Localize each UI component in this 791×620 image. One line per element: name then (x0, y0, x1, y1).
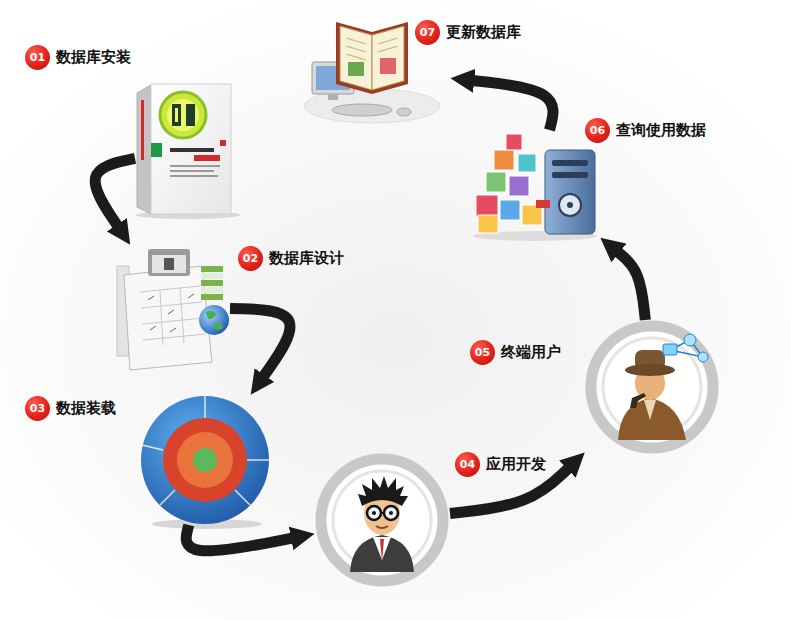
software-box-illustration (136, 84, 240, 219)
step-label: 终端用户 (501, 343, 561, 362)
step-heading: 04 应用开发 (455, 452, 546, 477)
query-data-illustration (473, 134, 597, 241)
step-node: 07更新数据库 (300, 15, 450, 125)
developer-avatar-illustration (321, 459, 443, 581)
callout-number: 06 (585, 118, 610, 143)
step-heading: 07 更新数据库 (415, 20, 521, 45)
flow-arrow (617, 251, 645, 320)
step-node: 01数据库安装 (135, 80, 240, 215)
step-label: 数据库安装 (56, 48, 131, 67)
step-node: 02数据库设计 (115, 245, 230, 370)
step-node: 04应用开发 (315, 453, 450, 588)
step-label: 应用开发 (486, 455, 546, 474)
step-heading: 05 终端用户 (470, 340, 561, 365)
step-heading: 03 数据装载 (25, 396, 116, 421)
step-node: 03数据装载 (140, 395, 270, 525)
step-heading: 06 查询使用数据 (585, 118, 706, 143)
step-label: 数据库设计 (269, 249, 344, 268)
flow-arrow (186, 525, 293, 551)
step-label: 数据装载 (56, 399, 116, 418)
flow-arrow (230, 309, 290, 377)
callout-number: 05 (470, 340, 495, 365)
step-heading: 01 数据库安装 (25, 45, 131, 70)
end-user-avatar-illustration (591, 326, 713, 448)
callout-number: 03 (25, 396, 50, 421)
step-node: 05终端用户 (585, 320, 720, 455)
design-sheet-illustration (117, 249, 229, 370)
flow-arrow (472, 80, 553, 130)
step-label: 查询使用数据 (616, 121, 706, 140)
step-heading: 02 数据库设计 (238, 246, 344, 271)
step-label: 更新数据库 (446, 23, 521, 42)
data-disc-illustration (141, 396, 269, 529)
callout-number: 04 (455, 452, 480, 477)
step-node: 06查询使用数据 (470, 130, 600, 240)
flow-arrow (95, 158, 135, 226)
callout-number: 01 (25, 45, 50, 70)
callout-number: 07 (415, 20, 440, 45)
callout-number: 02 (238, 246, 263, 271)
